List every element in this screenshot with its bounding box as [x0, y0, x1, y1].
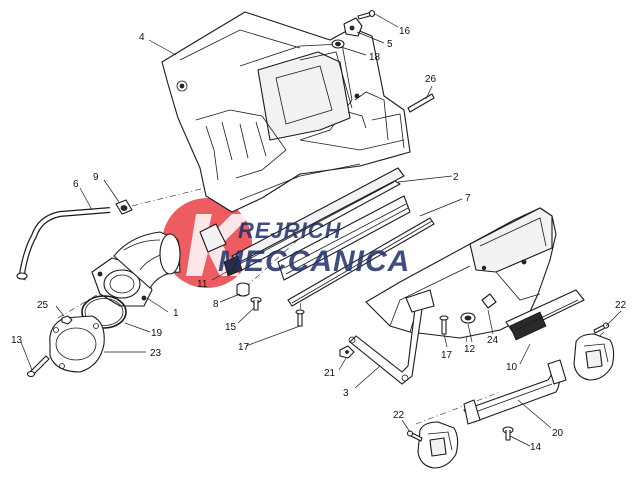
callout-3: 3 [343, 388, 349, 399]
callout-14: 14 [530, 442, 542, 453]
callout-20: 20 [552, 428, 564, 439]
part-filter-element-10 [505, 289, 585, 341]
part-flange-gasket [49, 315, 105, 373]
part-nut-21 [339, 345, 355, 359]
callout-10: 10 [506, 362, 518, 373]
part-rubber-mount-22a [573, 333, 615, 381]
callout-18: 18 [369, 52, 381, 63]
part-support-bracket-3 [348, 289, 435, 385]
part-air-filter [229, 167, 435, 307]
part-screw-14 [502, 426, 514, 441]
part-bracket-5 [343, 17, 363, 37]
part-pin-26 [407, 93, 435, 113]
callout-5: 5 [387, 39, 393, 50]
callout-19: 19 [151, 328, 163, 339]
part-breather-hose [16, 207, 111, 281]
callout-24: 24 [487, 335, 499, 346]
watermark-line1: REJRICH [238, 218, 342, 243]
part-intake-duct [91, 231, 181, 307]
callout-15: 15 [225, 322, 237, 333]
part-o-ring [81, 295, 127, 329]
part-grommet-12 [460, 312, 476, 324]
callout-23: 23 [150, 348, 162, 359]
callout-12: 12 [464, 344, 476, 355]
part-rubber-mount-22b [417, 421, 459, 469]
callout-22b: 22 [393, 410, 405, 421]
callout-8: 8 [213, 299, 219, 310]
part-clip-24 [481, 293, 497, 309]
watermark-line2: MECCANICA [218, 245, 410, 278]
part-spacer [236, 282, 250, 297]
part-nut-25 [61, 315, 73, 325]
callout-17a: 17 [238, 342, 250, 353]
callout-9: 9 [93, 172, 99, 183]
part-screw-22a [593, 322, 610, 334]
callout-22a: 22 [615, 300, 627, 311]
part-screw-15 [250, 296, 262, 311]
callout-labels: 1 2 3 4 5 6 7 8 9 10 11 12 13 14 15 16 1… [11, 26, 627, 453]
callout-11: 11 [197, 279, 208, 290]
callout-2: 2 [453, 172, 459, 183]
part-screw-16 [357, 9, 376, 20]
part-hose-fitting [115, 199, 133, 215]
callout-25: 25 [37, 300, 49, 311]
part-screw-17a [295, 309, 305, 327]
callout-26: 26 [425, 74, 437, 85]
part-screw-22b [406, 430, 423, 442]
callout-6: 6 [73, 179, 79, 190]
part-mounting-bracket-20 [463, 359, 567, 425]
callout-7: 7 [465, 193, 471, 204]
watermark-text: REJRICH MECCANICA [218, 218, 410, 278]
callout-13: 13 [11, 335, 23, 346]
part-screw-17b [439, 315, 449, 335]
callout-1: 1 [173, 308, 179, 319]
callout-16: 16 [399, 26, 411, 37]
callout-17b: 17 [441, 350, 453, 361]
leader-lines [20, 13, 622, 447]
callout-4: 4 [139, 32, 145, 43]
part-grommet-18 [331, 39, 345, 49]
part-screw-13 [26, 355, 50, 378]
part-airbox-upper-housing [161, 11, 411, 253]
callout-21: 21 [324, 368, 336, 379]
